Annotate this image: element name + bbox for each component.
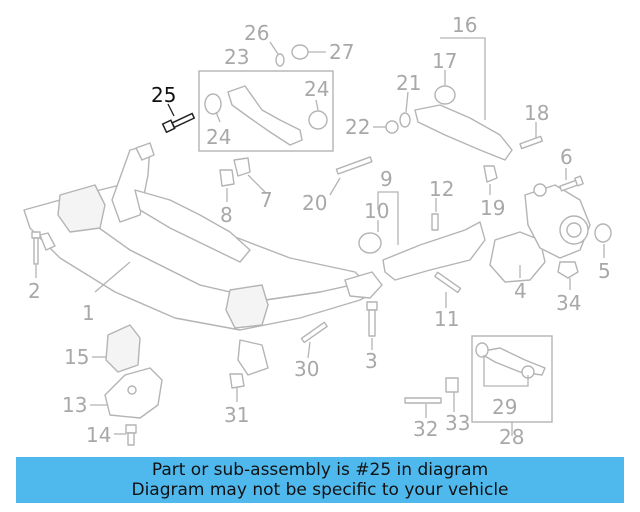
callout-24-left: 24 — [206, 125, 231, 149]
mount-part-8 — [219, 169, 235, 187]
bushing-part-27 — [291, 44, 309, 60]
bolt-part-18 — [519, 135, 544, 150]
cap-part-31 — [229, 373, 245, 389]
callout-29: 29 — [492, 395, 517, 419]
upper-control-arm-part-16 — [414, 104, 513, 161]
mount-part-15 — [105, 324, 141, 373]
callout-30: 30 — [294, 357, 319, 381]
callout-3: 3 — [365, 349, 378, 373]
bracket-part-13 — [104, 367, 163, 419]
callout-10: 10 — [364, 199, 389, 223]
bolt-part-2 — [31, 231, 41, 265]
callout-31: 31 — [224, 403, 249, 427]
assembly-box-23 — [198, 70, 334, 152]
callout-18: 18 — [524, 101, 549, 125]
callout-20: 20 — [302, 191, 327, 215]
bracket-part-7 — [233, 157, 251, 177]
callout-26: 26 — [244, 21, 269, 45]
callout-6: 6 — [560, 145, 573, 169]
callout-16: 16 — [452, 13, 477, 37]
callout-2: 2 — [28, 279, 41, 303]
callout-19: 19 — [480, 196, 505, 220]
banner-line-2: Diagram may not be specific to your vehi… — [131, 480, 509, 500]
callout-8: 8 — [220, 203, 233, 227]
subframe-part-1 — [23, 142, 383, 376]
callout-25: 25 — [151, 83, 176, 107]
cap-part-19 — [483, 165, 498, 183]
callout-34: 34 — [556, 291, 581, 315]
callout-7: 7 — [260, 188, 273, 212]
callout-11: 11 — [434, 307, 459, 331]
callout-1: 1 — [82, 301, 95, 325]
callout-9: 9 — [380, 167, 393, 191]
callout-labels: 1 2 3 4 5 6 7 8 9 10 11 12 13 14 15 16 1… — [28, 13, 611, 449]
callout-27: 27 — [329, 40, 354, 64]
callout-5: 5 — [598, 259, 611, 283]
lower-control-arm-part-9 — [358, 221, 486, 281]
washer-part-33 — [445, 377, 459, 393]
bushing-part-17 — [434, 85, 456, 105]
bolt-part-25 — [161, 112, 196, 134]
leader-lines — [35, 37, 605, 436]
washer-part-26 — [275, 53, 285, 67]
callout-14: 14 — [86, 423, 111, 447]
trailing-arm-part-23 — [227, 85, 303, 146]
bushing-part-24 — [204, 93, 328, 130]
bolt-part-6 — [559, 175, 584, 192]
bolt-part-11 — [434, 271, 462, 294]
part-info-banner: Part or sub-assembly is #25 in diagram D… — [16, 457, 624, 503]
callout-32: 32 — [413, 417, 438, 441]
cap-part-34 — [557, 261, 579, 279]
callout-28: 28 — [499, 425, 524, 449]
bolt-part-12 — [431, 213, 439, 231]
callout-21: 21 — [396, 71, 421, 95]
callout-24-right: 24 — [304, 77, 329, 101]
banner-line-1: Part or sub-assembly is #25 in diagram — [151, 460, 489, 480]
callout-13: 13 — [62, 393, 87, 417]
bolt-part-20 — [335, 156, 373, 175]
nut-part-22 — [385, 120, 399, 134]
callout-22: 22 — [345, 115, 370, 139]
control-arm-part-29 — [475, 342, 546, 379]
bolt-part-32 — [404, 397, 442, 404]
callout-33: 33 — [445, 411, 470, 435]
callout-12: 12 — [429, 177, 454, 201]
washer-part-21 — [399, 112, 411, 128]
bolt-part-3 — [366, 301, 378, 337]
callout-4: 4 — [514, 279, 527, 303]
callout-23: 23 — [224, 45, 249, 69]
wheel-bearing-housing-part-4 — [489, 183, 591, 283]
bolt-part-30 — [300, 321, 328, 344]
bolt-part-14 — [125, 424, 137, 446]
bushing-part-5 — [594, 223, 612, 243]
callout-15: 15 — [64, 345, 89, 369]
callout-17: 17 — [432, 49, 457, 73]
